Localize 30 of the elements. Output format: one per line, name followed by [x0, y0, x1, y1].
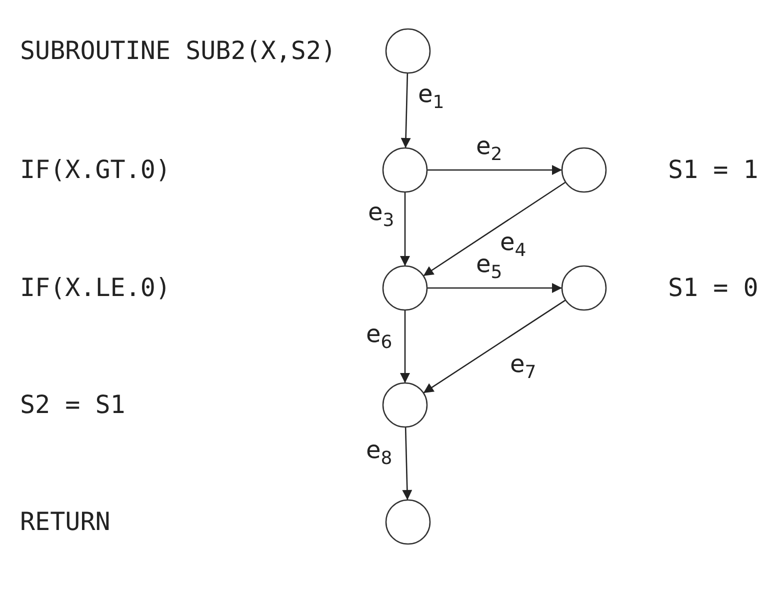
code-line: S1 = 1	[668, 157, 758, 182]
arrow	[427, 165, 562, 175]
code-line: IF(X.LE.0)	[20, 275, 171, 300]
code-line: RETURN	[20, 509, 110, 534]
code-line: S1 = 0	[668, 275, 758, 300]
code-line: S2 = S1	[20, 392, 126, 417]
arrow	[400, 72, 411, 148]
code-line: IF(X.GT.0)	[20, 157, 171, 182]
circle-node	[385, 28, 431, 74]
code-line: SUBROUTINE SUB2(X,S2)	[20, 38, 336, 63]
arrow	[423, 182, 566, 276]
arrow	[400, 192, 410, 266]
edge-label: e$_{8}$	[366, 438, 392, 468]
circle-node	[561, 265, 607, 311]
edge-label: e$_{7}$	[510, 352, 536, 382]
circle-node	[382, 147, 428, 193]
circle-node	[385, 499, 431, 545]
edge-label: e$_{2}$	[476, 134, 502, 164]
edge-label: e$_{6}$	[366, 322, 392, 352]
arrow	[427, 283, 562, 293]
edge-label: e$_{5}$	[476, 252, 502, 282]
circle-node	[382, 265, 428, 311]
circle-node	[382, 382, 428, 428]
edge-label: e$_{3}$	[368, 200, 394, 230]
arrow	[423, 300, 566, 394]
arrow	[402, 426, 412, 500]
edge-label: e$_{4}$	[500, 230, 526, 260]
circle-node	[561, 147, 607, 193]
arrow	[400, 310, 410, 383]
edge-label: e$_{1}$	[418, 82, 444, 112]
